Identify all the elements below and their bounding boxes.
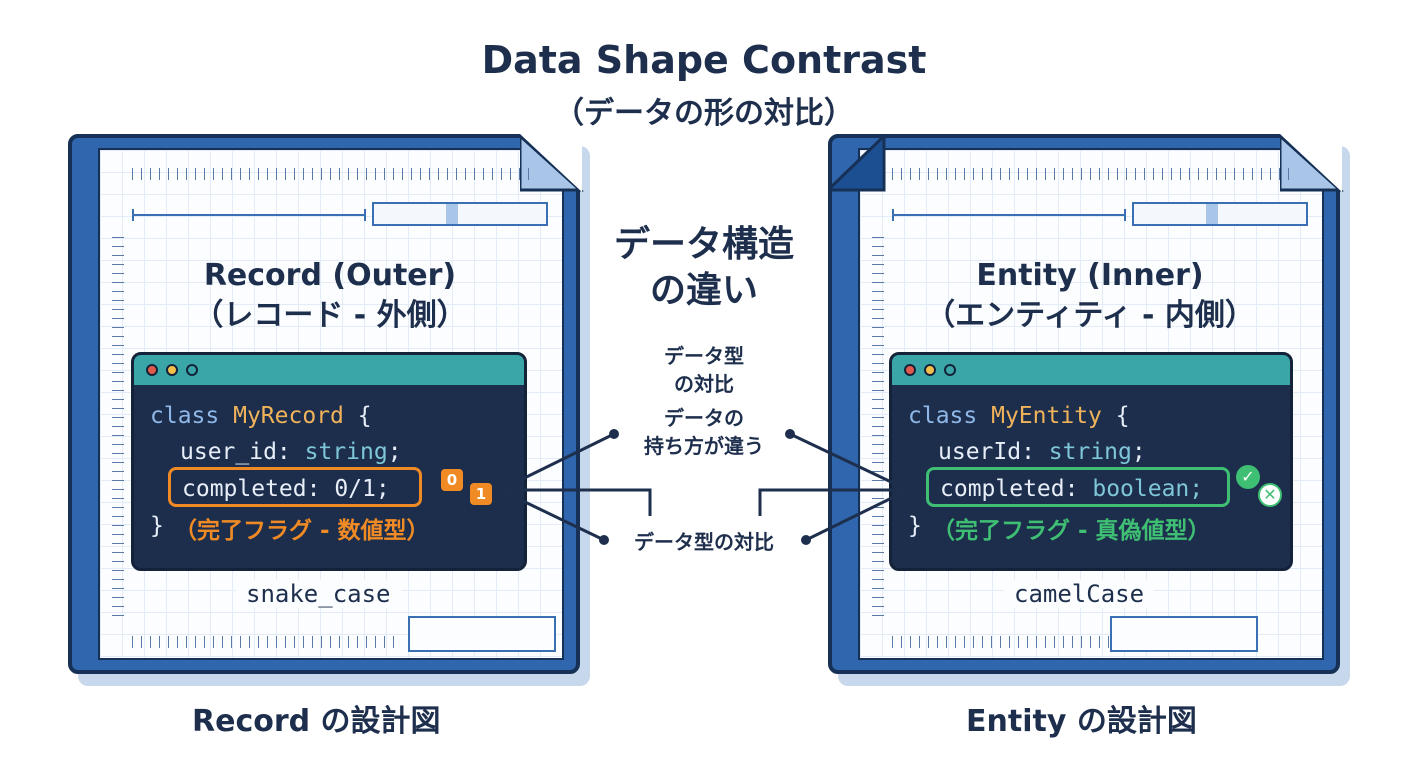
snake-case-label: snake_case: [236, 580, 401, 608]
class-keyword: class: [150, 403, 220, 429]
entity-code-line-userid: userId: string;: [938, 439, 1146, 465]
left-bottom-ruler: [132, 636, 402, 648]
right-title-block: [1132, 202, 1308, 226]
semicolon: ;: [387, 439, 402, 465]
minimize-dot-icon: [166, 364, 178, 376]
entity-heading-title: Entity (Inner): [976, 258, 1204, 293]
entity-close-brace: }: [908, 513, 922, 539]
open-brace: {: [1115, 403, 1130, 429]
user-id-field: user_id:: [180, 439, 291, 465]
entity-footer-label: Entity の設計図: [966, 704, 1197, 739]
left-top-ruler: [132, 168, 532, 180]
left-title-block: [372, 202, 548, 226]
record-close-brace: }: [150, 513, 164, 539]
left-dimension-line: [132, 209, 366, 221]
semicolon: ;: [1131, 439, 1146, 465]
record-code-line-class: class MyRecord {: [150, 403, 372, 429]
user-id-field: userId:: [938, 439, 1035, 465]
entity-flag-comment: （完了フラグ - 真偽値型）: [932, 518, 1211, 544]
center-heading-line2: の違い: [649, 270, 758, 311]
open-brace: {: [357, 403, 372, 429]
right-bottom-title-block: [1110, 616, 1258, 652]
entity-heading: Entity (Inner) （エンティティ - 内側）: [860, 256, 1320, 336]
record-heading-subtitle: （レコード - 外側）: [193, 298, 467, 333]
record-completed-highlight: [168, 467, 422, 507]
user-id-type: string: [1048, 439, 1132, 465]
completed-field-name: completed:: [940, 476, 1079, 502]
connector-right-mid: [758, 488, 908, 516]
note-type-contrast-line2: の対比: [674, 372, 734, 396]
boolean-type: boolean;: [1092, 476, 1204, 502]
badge-one: 1: [470, 483, 492, 505]
right-page-fold: [1280, 134, 1344, 192]
record-flag-comment: （完了フラグ - 数値型）: [174, 518, 430, 544]
entity-code-titlebar: [892, 355, 1290, 385]
record-code-titlebar: [134, 355, 524, 385]
right-bottom-ruler: [892, 636, 1162, 648]
record-completed-field: completed: 0/1;: [182, 476, 390, 502]
badge-zero: 0: [441, 469, 463, 491]
note-holding-differs: データの 持ち方が違う: [604, 404, 804, 460]
connector-right-upper: [789, 432, 909, 492]
connector-dot: [801, 535, 811, 545]
record-footer-label: Record の設計図: [192, 704, 441, 739]
diagram-title: Data Shape Contrast: [481, 38, 927, 82]
connector-dot: [785, 429, 795, 439]
entity-class-name: MyEntity: [991, 403, 1102, 429]
record-heading-title: Record (Outer): [203, 258, 457, 293]
record-class-name: MyRecord: [233, 403, 344, 429]
entity-heading-subtitle: （エンティティ - 内側）: [925, 298, 1255, 333]
minimize-dot-icon: [924, 364, 936, 376]
entity-completed-field: completed: boolean;: [940, 476, 1203, 502]
diagram-subtitle: （データの形の対比）: [554, 96, 854, 131]
check-icon: ✓: [1236, 465, 1260, 489]
right-page-fold-left: [828, 134, 886, 192]
record-code-line-userid: user_id: string;: [180, 439, 402, 465]
note-type-contrast-line1: データ型: [664, 344, 744, 368]
connector-left-upper: [499, 432, 615, 492]
right-top-ruler: [892, 168, 1292, 180]
note-holding-differs-line1: データの: [664, 406, 744, 430]
entity-code-line-class: class MyEntity {: [908, 403, 1130, 429]
maximize-dot-icon: [944, 364, 956, 376]
class-keyword: class: [908, 403, 978, 429]
connector-left-mid: [500, 488, 652, 516]
left-bottom-title-block: [408, 616, 556, 652]
close-dot-icon: [146, 364, 158, 376]
note-type-contrast: データ型 の対比: [604, 342, 804, 398]
note-holding-differs-line2: 持ち方が違う: [644, 434, 764, 458]
center-heading-line1: データ構造: [613, 224, 794, 265]
note-type-contrast-bottom: データ型の対比: [634, 530, 774, 554]
right-side-ruler: [872, 236, 884, 616]
record-heading: Record (Outer) （レコード - 外側）: [100, 256, 560, 336]
close-dot-icon: [904, 364, 916, 376]
entity-code-window: class MyEntity { userId: string; complet…: [889, 352, 1293, 571]
cross-icon: ✕: [1258, 483, 1282, 507]
left-side-ruler: [112, 236, 124, 616]
connector-left-lower: [499, 488, 605, 542]
maximize-dot-icon: [186, 364, 198, 376]
entity-completed-highlight: [926, 467, 1230, 507]
user-id-type: string: [304, 439, 388, 465]
left-page-fold: [520, 134, 584, 192]
connector-dot: [599, 535, 609, 545]
connector-dot: [609, 429, 619, 439]
right-dimension-line: [892, 209, 1126, 221]
connector-right-lower: [805, 488, 909, 542]
camel-case-label: camelCase: [1004, 580, 1155, 608]
record-code-window: class MyRecord { user_id: string; comple…: [131, 352, 527, 571]
center-heading: データ構造 の違い: [584, 222, 824, 314]
